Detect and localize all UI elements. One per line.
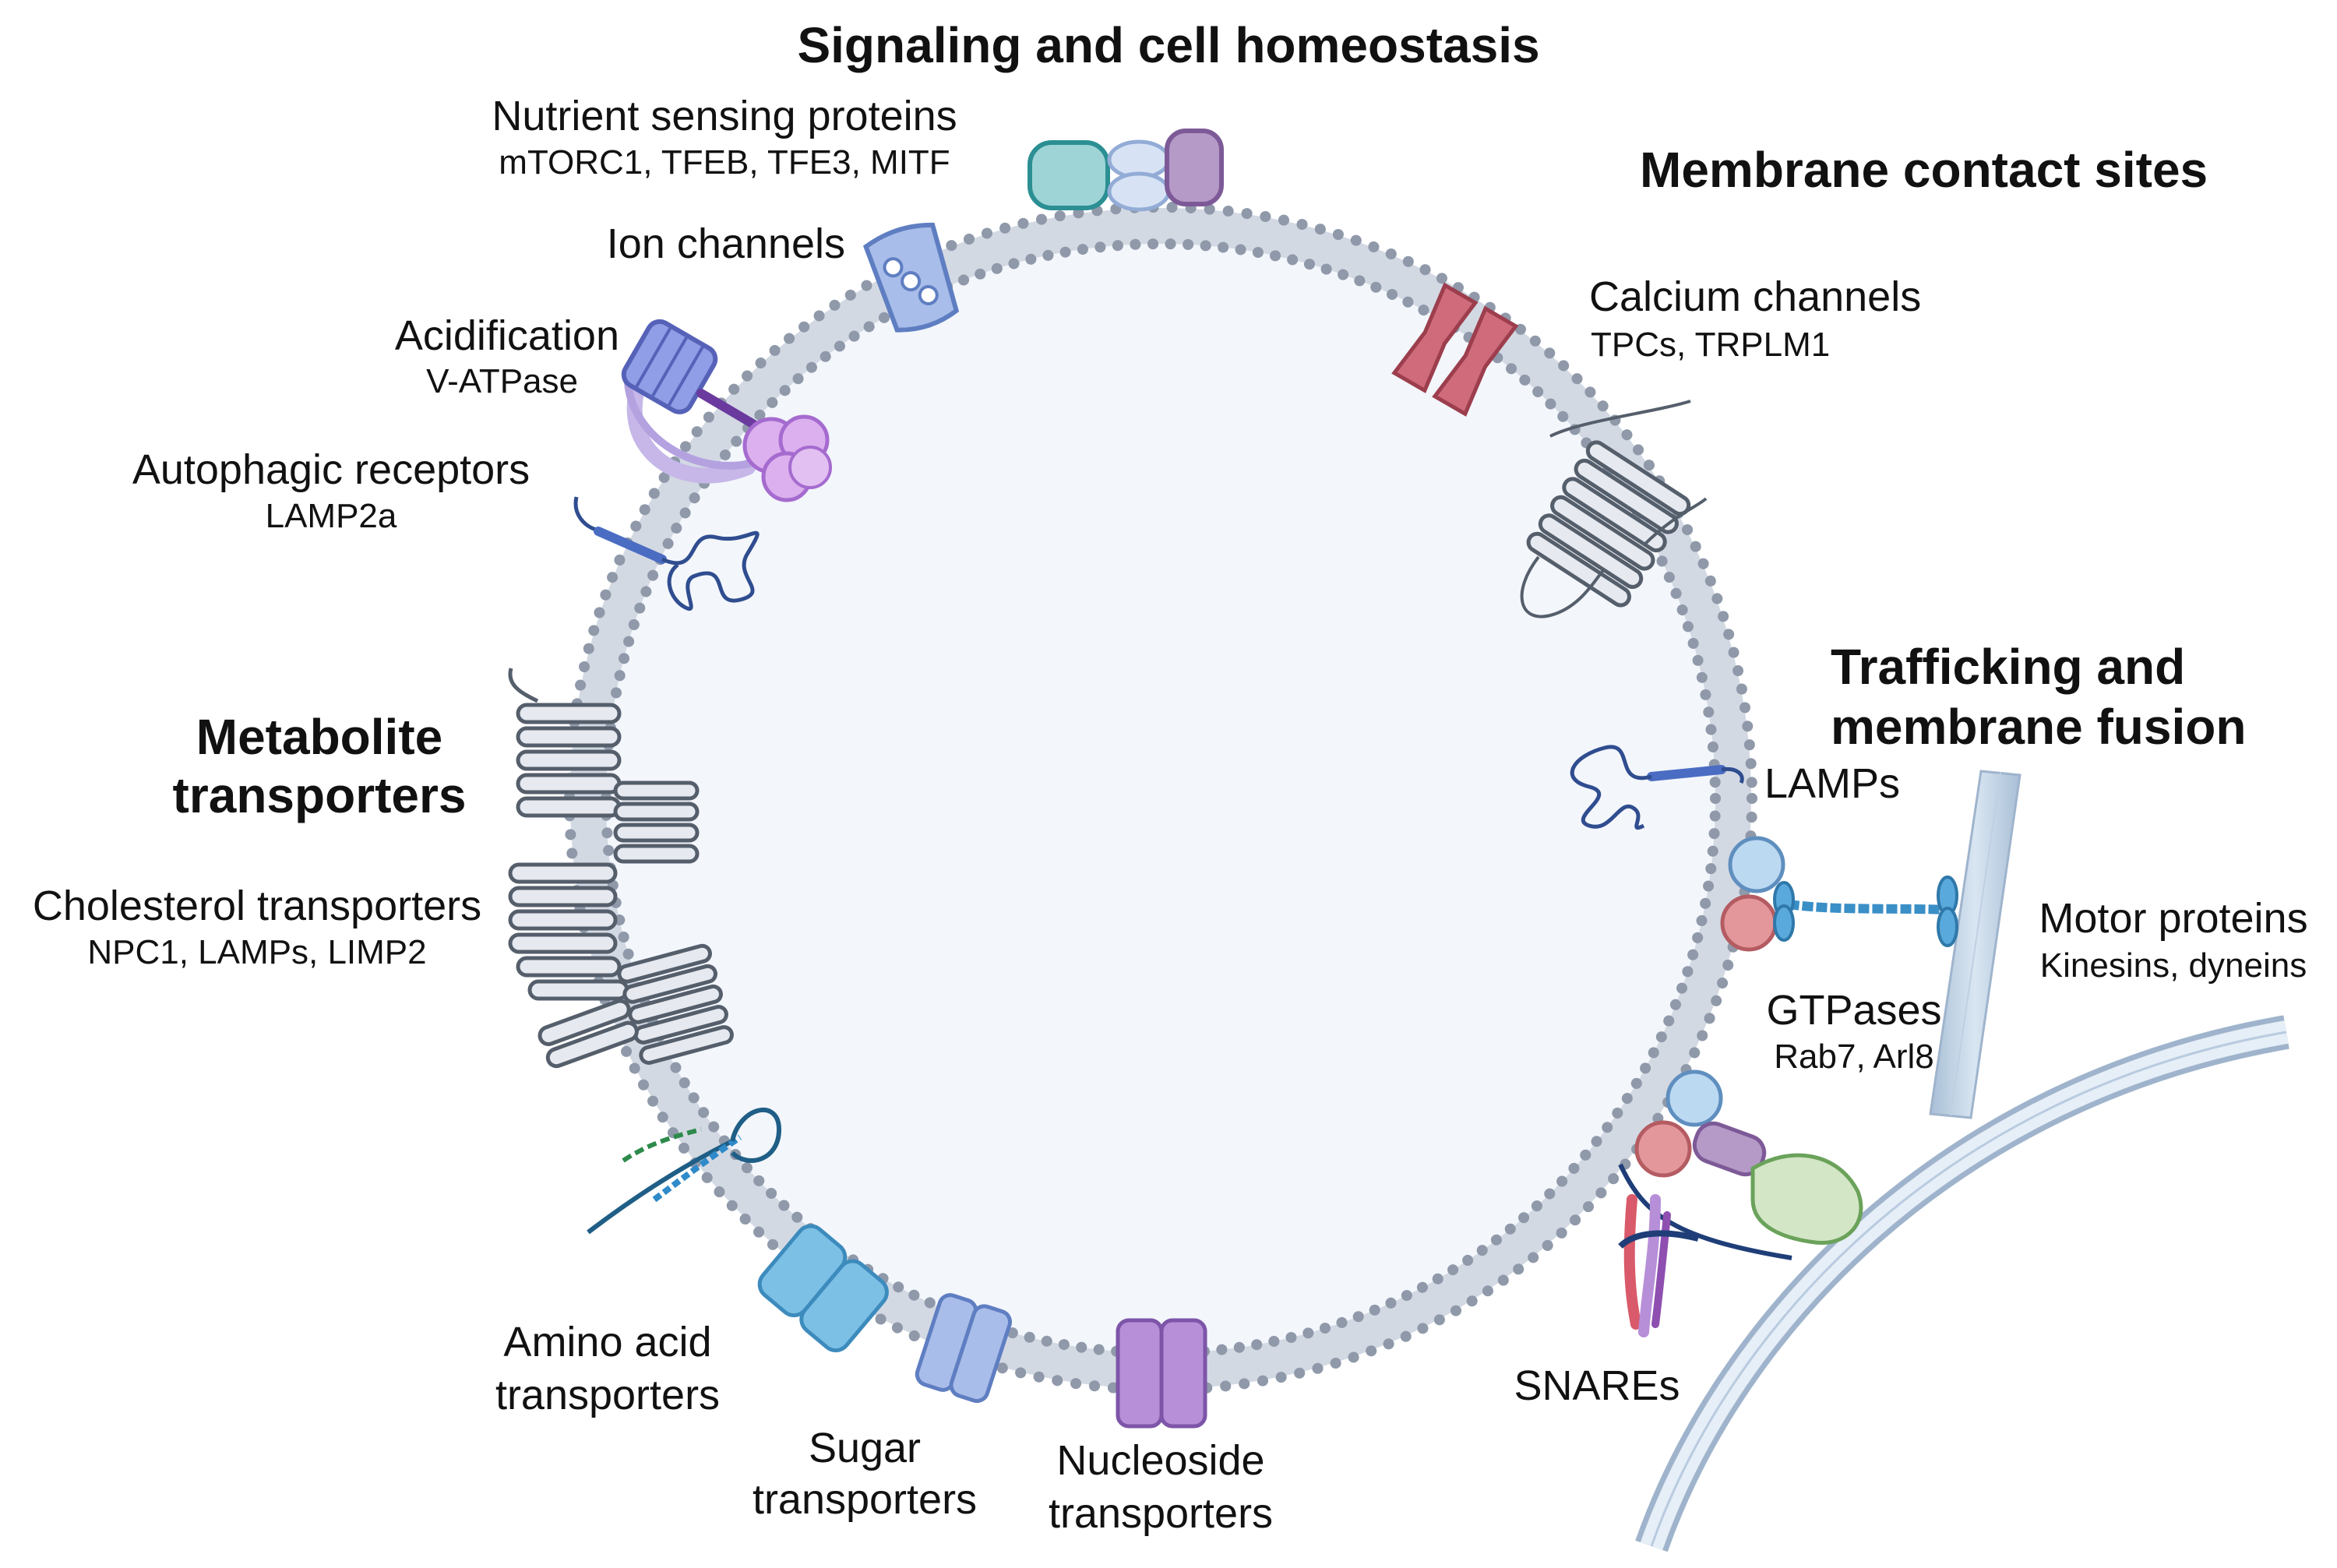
label-nucleoside-line2: transporters [1048, 1490, 1274, 1537]
label-motor-sub: Kinesins, dyneins [2039, 946, 2307, 985]
label-nutrient-sensing-sub: mTORC1, TFEB, TFE3, MITF [499, 143, 950, 181]
label-amino-acid-line1: Amino acid [503, 1319, 712, 1365]
nucleoside-transporter-icon [1116, 1318, 1207, 1429]
lamp2a-icon [573, 496, 760, 611]
label-autophagic-sub: LAMP2a [265, 497, 397, 535]
heading-metabolite-line1: Metabolite [196, 709, 443, 765]
label-sugar-line1: Sugar [808, 1425, 922, 1471]
ion-channel-icon [862, 222, 960, 333]
label-autophagic-receptors: Autophagic receptors [132, 446, 530, 493]
amino-acid-transporter-icon [757, 1224, 889, 1353]
label-cholesterol-sub: NPC1, LAMPs, LIMP2 [87, 933, 427, 971]
gtpases-motor-icon [1720, 836, 1958, 952]
v-atpase-icon [621, 319, 832, 502]
label-cholesterol-transporters: Cholesterol transporters [32, 883, 482, 929]
microtubule [1929, 770, 2022, 1119]
label-snares: SNAREs [1514, 1362, 1680, 1409]
snare-tether-icon [1618, 1069, 1863, 1337]
label-calcium-sub: TPCs, TRPLM1 [1591, 326, 1831, 364]
label-gtpases: GTPases [1766, 987, 1942, 1034]
label-nutrient-sensing: Nutrient sensing proteins [492, 93, 957, 139]
heading-signaling: Signaling and cell homeostasis [797, 17, 1540, 73]
heading-membrane-contact-sites: Membrane contact sites [1640, 142, 2208, 198]
label-ion-channels: Ion channels [606, 220, 845, 267]
label-motor-proteins: Motor proteins [2039, 895, 2308, 942]
label-acidification: Acidification [394, 312, 619, 359]
label-lamps: LAMPs [1764, 760, 1901, 807]
label-gtpases-sub: Rab7, Arl8 [1774, 1038, 1934, 1076]
label-amino-acid-line2: transporters [495, 1372, 721, 1418]
nutrient-sensing-proteins-icon [1028, 129, 1224, 212]
calcium-channel-icon [1391, 282, 1519, 417]
sugar-transporter-icon [915, 1293, 1013, 1404]
lysosome-membrane [564, 202, 1757, 1395]
target-membrane [1635, 1015, 2289, 1552]
amino-acid-protein-icon [587, 1107, 782, 1235]
label-calcium-channels: Calcium channels [1589, 273, 1922, 320]
contact-site-protein-icon [1520, 400, 1708, 618]
label-sugar-line2: transporters [752, 1476, 978, 1523]
heading-trafficking-line1: Trafficking and [1831, 639, 2186, 695]
label-nucleoside-line1: Nucleoside [1056, 1437, 1265, 1484]
label-acidification-sub: V-ATPase [426, 362, 578, 400]
heading-metabolite-line2: transporters [172, 767, 467, 823]
lamps-icon [1570, 745, 1744, 830]
metabolite-transporters-icon [508, 668, 734, 1069]
heading-trafficking-line2: membrane fusion [1831, 699, 2247, 755]
